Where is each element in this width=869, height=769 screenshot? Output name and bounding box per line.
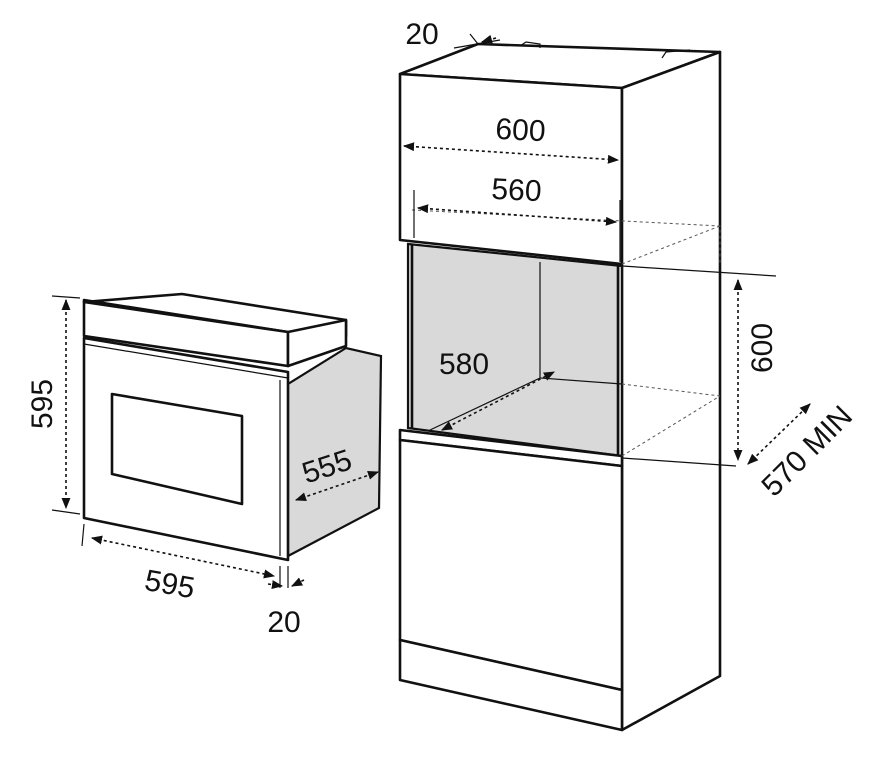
- opening-bottom-ext: [621, 457, 737, 467]
- cabinet-min-depth-dimension: 570 MIN: [747, 400, 860, 504]
- cabinet-inner-width-dimension: 560: [413, 173, 621, 262]
- cabinet-cavity-depth-label: 580: [439, 348, 489, 381]
- cabinet-cavity-depth-dimension: 580: [439, 348, 555, 431]
- cabinet-side: [620, 50, 722, 732]
- oven-height-dimension: 595: [26, 295, 81, 515]
- oven-door-edge: [83, 343, 289, 379]
- oven-height-label: 595: [26, 379, 59, 429]
- cabinet-top-offset-dimension: 20: [405, 18, 501, 51]
- cabinet-opening-height-dimension: 600: [733, 278, 779, 462]
- cabinet-opening-height-label: 600: [746, 323, 779, 373]
- cabinet-inner-width-label: 560: [491, 173, 543, 209]
- cabinet-min-depth-label: 570 MIN: [756, 400, 860, 504]
- cabinet-outer-width-dimension: 600: [402, 113, 620, 164]
- opening-top-ext: [621, 265, 777, 277]
- cabinet-top-offset-label: 20: [405, 18, 438, 51]
- cabinet-outer-width-label: 600: [495, 113, 547, 149]
- oven: [82, 292, 383, 562]
- oven-width-label: 595: [142, 564, 197, 605]
- cabinet-top-notch: [519, 41, 541, 48]
- cabinet-front-upper: [398, 72, 624, 266]
- cabinet: [398, 41, 777, 732]
- oven-panel-label: 20: [267, 606, 300, 639]
- cabinet-plinth: [398, 638, 624, 732]
- cabinet-hidden-diag2: [621, 395, 721, 457]
- oven-control-panel-side: [286, 318, 348, 368]
- oven-door-window: [110, 392, 244, 506]
- cabinet-top-back-step: [661, 49, 691, 59]
- cabinet-hidden-bottom: [621, 383, 721, 397]
- oven-panel-dimension: 20: [267, 566, 305, 639]
